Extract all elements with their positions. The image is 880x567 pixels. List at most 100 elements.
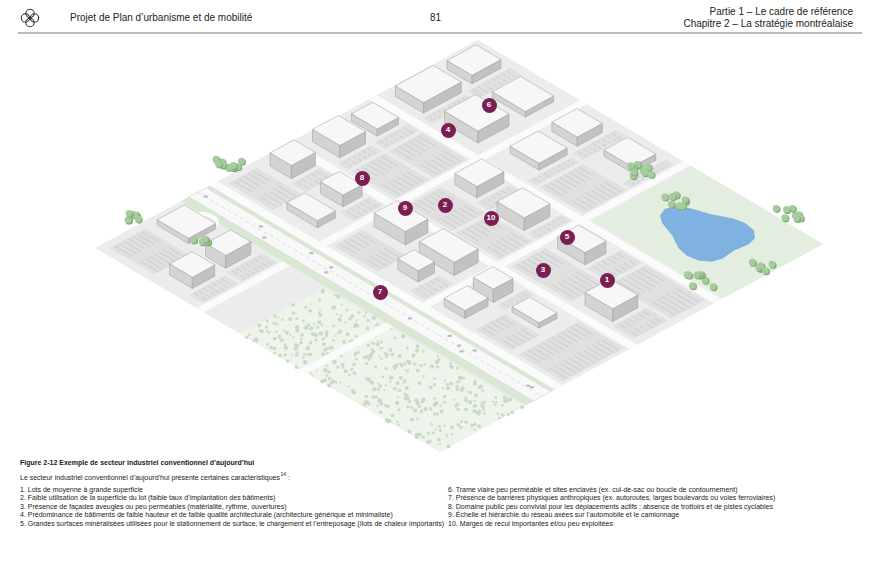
forest-dot — [342, 340, 346, 344]
tree-shade — [790, 206, 797, 213]
industrial-building — [445, 94, 509, 143]
forest-dot — [422, 436, 425, 439]
forest-dot — [482, 408, 485, 411]
parking-stripe — [605, 182, 622, 192]
parking-stripe — [581, 195, 598, 205]
forest-dot — [322, 342, 326, 346]
forest-dot — [408, 400, 412, 404]
forest-dot — [473, 422, 477, 426]
forest-dot — [266, 320, 269, 323]
forest-dot — [396, 421, 399, 424]
forest-dot — [338, 317, 342, 321]
tree — [781, 214, 788, 221]
forest-dot — [433, 397, 436, 400]
forest-dot — [495, 401, 497, 403]
tree — [668, 201, 675, 208]
parking-stripe — [311, 174, 316, 177]
forest-dot — [432, 431, 435, 434]
parking-stripe — [254, 259, 259, 262]
forest-dot — [392, 365, 396, 369]
parking-stripe — [543, 226, 546, 228]
forest-dot — [389, 381, 391, 383]
parking-stripe — [473, 89, 477, 91]
forest-dot — [403, 362, 406, 365]
parking-stripe — [339, 244, 356, 254]
forest-dot — [346, 332, 350, 336]
forest-dot — [303, 353, 306, 356]
parking-stripe — [425, 162, 442, 172]
parking-stripe — [619, 266, 627, 270]
parking-stripe — [397, 177, 414, 187]
logo-petal — [26, 18, 34, 26]
tree — [694, 271, 701, 278]
parking-stripe — [546, 185, 563, 195]
callout-label: 10 — [487, 214, 496, 222]
forest-dot — [300, 337, 303, 340]
parking-stripe — [506, 306, 508, 307]
parking-stripe — [409, 131, 412, 133]
footnote-ref: 14 — [280, 472, 286, 478]
parking-stripe — [538, 345, 555, 355]
parking-stripe — [399, 147, 416, 157]
forest-dot — [308, 348, 310, 350]
parking-stripe — [367, 164, 384, 174]
parking-stripe — [578, 353, 595, 363]
forest-dot — [332, 325, 335, 328]
parking-stripe — [128, 239, 145, 249]
parking-stripe — [629, 261, 637, 265]
forest-dot — [346, 309, 349, 312]
parking-stripe — [444, 216, 461, 226]
parking-stripe — [394, 133, 397, 135]
forest-dot — [274, 315, 277, 318]
forest-dot — [447, 445, 451, 449]
parking-stripe — [533, 348, 550, 358]
forest-dot — [510, 410, 514, 414]
parking-layer — [110, 68, 705, 382]
logo-petal — [26, 9, 34, 17]
forest-dot — [318, 299, 321, 302]
parking-stripe — [453, 103, 456, 105]
parking-stripe — [430, 159, 447, 169]
car — [262, 237, 266, 239]
parking-stripe — [124, 241, 141, 251]
forest-dot — [399, 376, 403, 380]
forest-dot — [431, 409, 433, 411]
forest-dot — [405, 394, 408, 397]
forest-dot — [413, 362, 417, 366]
industrial-building — [206, 230, 251, 268]
parking-stripe — [354, 236, 371, 246]
industrial-building — [455, 159, 504, 198]
forest-dot — [376, 342, 380, 346]
characteristic-item: 5. Grandes surfaces minéralisées utilisé… — [20, 520, 453, 528]
forest-dot — [446, 386, 450, 390]
parking-stripe — [608, 142, 611, 144]
forest-dot — [480, 404, 484, 408]
parking-stripe — [265, 194, 282, 204]
parking-stripe — [418, 136, 435, 146]
forest-dot — [342, 367, 344, 369]
tree-shade — [750, 260, 757, 267]
forest-dot — [369, 380, 372, 383]
parking-stripe — [309, 184, 314, 187]
parking-stripe — [386, 144, 389, 146]
tree-shade — [216, 161, 223, 168]
tree — [215, 161, 222, 168]
forest-dot — [302, 357, 304, 359]
parking-stripe — [534, 179, 536, 180]
parking-stripe — [501, 238, 518, 248]
parking-stripe — [363, 210, 367, 213]
parking-stripe — [590, 190, 607, 200]
parking-stripe — [245, 263, 250, 266]
forest-dot — [501, 404, 503, 406]
parking-stripe — [487, 198, 491, 201]
forest-dot — [314, 333, 318, 337]
parking-stripe — [240, 276, 245, 279]
parking-stripe — [564, 360, 581, 370]
forest-dot — [387, 419, 391, 423]
building-roof — [512, 297, 557, 323]
forest-dot — [446, 383, 449, 386]
forest-dot — [266, 330, 268, 332]
parking-stripe — [393, 180, 410, 190]
parking-stripe — [635, 328, 643, 332]
parking-stripe — [576, 272, 599, 285]
